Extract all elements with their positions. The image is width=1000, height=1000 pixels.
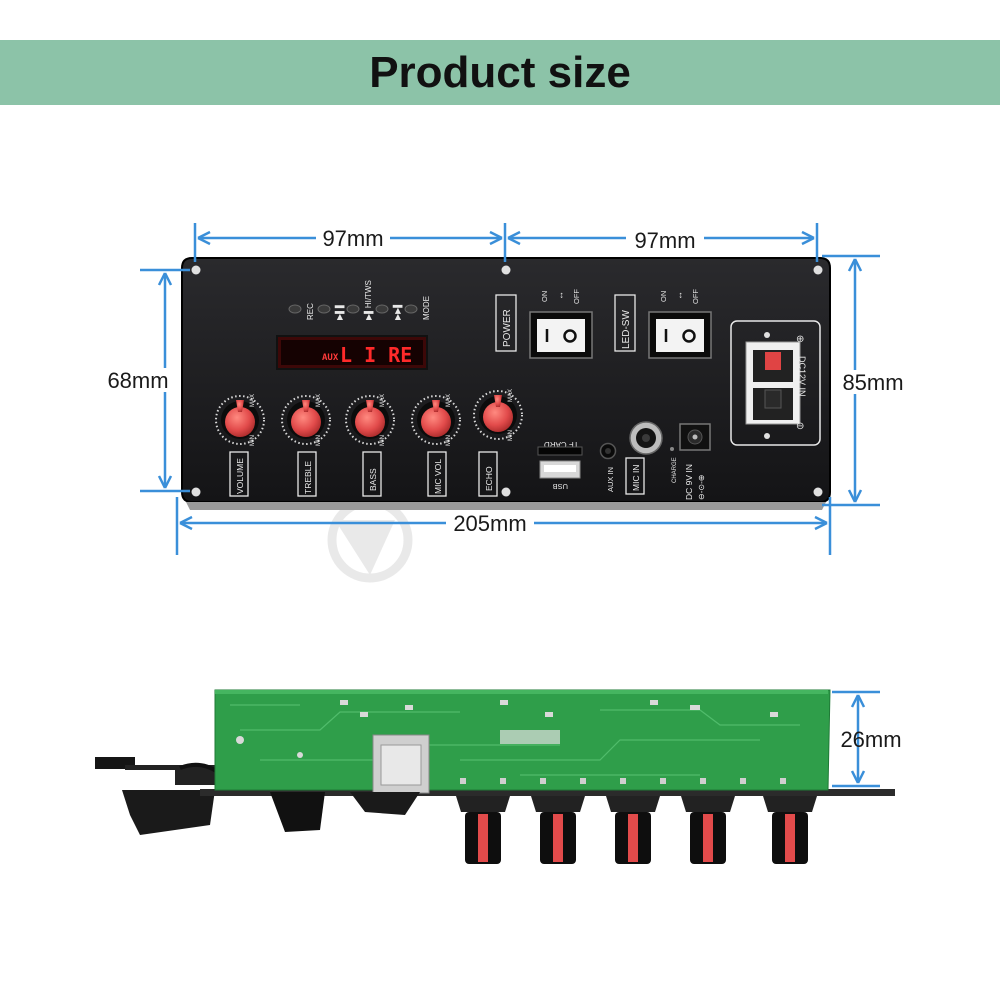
knob-label-mic-vol: MIC VOL <box>433 459 443 494</box>
display-source: AUX <box>322 353 339 363</box>
led-row: REC ▶▌▌ ▶▌HI/TWS ▶▶▌ MODE <box>288 280 431 321</box>
led-indicator <box>404 304 418 314</box>
arrow-icon: ↔ <box>555 291 565 300</box>
led-label-rec: REC <box>306 303 315 320</box>
knob-treble[interactable]: MIN MAX <box>281 394 331 446</box>
polarity-icon: ⊖-⊙-⊕ <box>697 475 706 500</box>
knob-side <box>606 796 660 864</box>
display-text: L I RE <box>340 343 412 367</box>
panel-edge <box>186 502 826 510</box>
mic-in-label-box <box>625 457 645 495</box>
knob-max-label: MAX <box>250 394 256 407</box>
usb-label: USB <box>553 482 568 491</box>
knob-labels: VOLUME TREBLE BASS MIC VOL ECHO <box>229 451 498 497</box>
knob-mic-vol[interactable]: MIN MAX <box>411 394 461 446</box>
dimension-label-right: 85mm <box>842 370 903 395</box>
mount-hole <box>813 265 823 275</box>
power-switch-on-label: ON <box>540 291 549 302</box>
minus-icon: ⊖ <box>796 421 804 432</box>
usb-port[interactable] <box>539 460 581 479</box>
dc-9v-jack[interactable] <box>679 423 711 451</box>
dimension-label-depth: 26mm <box>840 727 901 752</box>
knob-label-treble: TREBLE <box>303 461 313 494</box>
dc-9v-label: DC 9V IN <box>684 464 694 500</box>
knob-volume[interactable]: MIN MAX <box>215 394 265 446</box>
knob-max-label: MAX <box>380 394 386 407</box>
led-indicator <box>288 304 302 314</box>
led-indicator <box>317 304 331 314</box>
knob-min-label: MIN <box>508 430 514 441</box>
led-label-mode: MODE <box>422 296 431 320</box>
mount-hole <box>191 487 201 497</box>
dimension-label-top-right: 97mm <box>634 228 695 253</box>
led-indicator <box>375 304 389 314</box>
knob-max-label: MAX <box>316 394 322 407</box>
knob-label-echo: ECHO <box>484 466 494 491</box>
knob-label-bass: BASS <box>368 468 378 491</box>
led-sw-label-box <box>614 294 636 352</box>
led-switch-off-label: OFF <box>691 289 700 304</box>
led-switch-on-label: ON <box>659 291 668 302</box>
mount-hole <box>501 265 511 275</box>
knob-side <box>531 796 585 864</box>
power-switch-off-label: OFF <box>572 289 581 304</box>
dimension-label-top-left: 97mm <box>322 226 383 251</box>
knob-side <box>763 796 817 864</box>
led-display: AUX L I RE <box>276 335 428 370</box>
aux-in-label: AUX IN <box>606 467 615 492</box>
knob-min-label: MIN <box>380 435 386 446</box>
title-banner: Product size <box>0 40 1000 105</box>
knob-max-label: MAX <box>446 394 452 407</box>
mount-hole <box>813 487 823 497</box>
knob-side <box>456 796 510 864</box>
led-switch[interactable] <box>648 311 712 359</box>
knob-max-label: MAX <box>508 389 514 402</box>
dimension-label-left: 68mm <box>107 368 168 393</box>
watermark-logo <box>327 497 413 583</box>
knob-min-label: MIN <box>250 435 256 446</box>
mount-hole <box>191 265 201 275</box>
side-view-board <box>95 689 895 864</box>
led-label-play: ▶▌▌ <box>334 303 345 321</box>
front-panel: REC ▶▌▌ ▶▌HI/TWS ▶▶▌ MODE AUX L I RE MIN… <box>181 257 831 510</box>
tf-card-label: TF CARD <box>544 440 579 449</box>
led-sw-label: LED-SW <box>621 310 632 349</box>
power-switch[interactable] <box>529 311 593 359</box>
led-indicator <box>346 304 360 314</box>
knob-min-label: MIN <box>316 435 322 446</box>
usb-port-side <box>372 734 430 794</box>
mic-in-label: MIC IN <box>631 465 641 491</box>
led-label-next: ▶▶▌ <box>392 302 403 320</box>
plus-icon: ⊕ <box>796 334 804 345</box>
mount-hole <box>501 487 511 497</box>
tf-card-slot[interactable] <box>537 446 583 456</box>
power-label: POWER <box>502 309 513 347</box>
knob-bass[interactable]: MIN MAX <box>345 394 395 446</box>
page-title: Product size <box>369 48 631 97</box>
knob-label-volume: VOLUME <box>235 458 245 494</box>
dimension-label-bottom: 205mm <box>453 511 526 536</box>
arrow-icon: ↔ <box>674 291 684 300</box>
knob-echo[interactable]: MIN MAX <box>473 389 523 441</box>
charge-led <box>670 447 674 451</box>
dc-12v-terminal[interactable] <box>730 320 821 446</box>
power-label-box <box>495 294 517 352</box>
knob-side <box>681 796 735 864</box>
charge-label: CHARGE <box>672 457 678 483</box>
knob-min-label: MIN <box>446 435 452 446</box>
led-label-tws: ▶▌HI/TWS <box>363 280 374 320</box>
dc-12v-label: DC12V IN <box>797 356 807 397</box>
